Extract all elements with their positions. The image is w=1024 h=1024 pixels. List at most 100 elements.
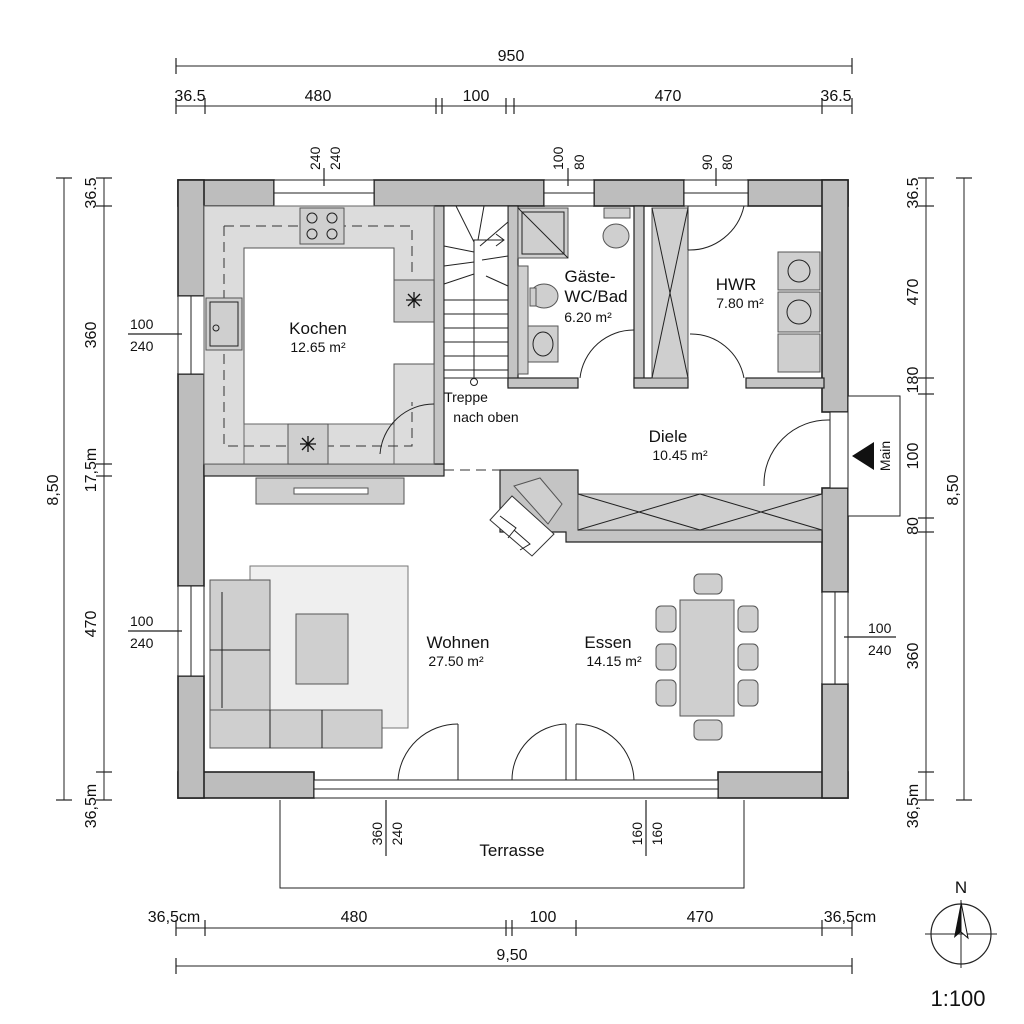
chair	[693, 719, 723, 741]
bottom-total-dim: 9,50	[496, 947, 527, 964]
living-label: Wohnen	[426, 633, 489, 652]
hwr-label: HWR	[716, 275, 757, 294]
top-dim-4: 470	[655, 88, 682, 105]
hallway-label: Diele	[649, 427, 688, 446]
opening-left2-a: 100	[130, 613, 154, 629]
dining-area	[655, 573, 759, 741]
right-dim-7: 36,5m	[905, 784, 922, 828]
hallway: Main	[444, 395, 901, 531]
top-total-dim: 950	[498, 48, 525, 65]
inner-walls	[203, 205, 825, 543]
appliance-star-icon	[300, 436, 316, 452]
opening-top2-a: 100	[550, 146, 566, 170]
room-labels: Kochen 12.65 m² Gäste- WC/Bad 6.20 m² HW…	[289, 267, 764, 860]
stair-label-1: Treppe	[444, 389, 488, 405]
opening-bottom2-a: 160	[629, 822, 645, 846]
left-dim-2: 360	[83, 322, 100, 349]
living-room	[209, 477, 635, 781]
chair	[737, 643, 759, 671]
dimension-lines	[56, 58, 972, 974]
hwr-area: 7.80 m²	[716, 295, 764, 311]
opening-dimensions: 240 240 100 80 90 80 100 240 100 240 100…	[128, 146, 896, 856]
opening-bottom2-b: 160	[649, 822, 665, 846]
bottom-dim-1: 36,5cm	[148, 909, 200, 926]
appliance-star-icon	[406, 292, 422, 308]
stair-label-2: nach oben	[453, 409, 518, 425]
entrance-arrow-icon	[852, 442, 874, 470]
kitchen-area: 12.65 m²	[290, 339, 346, 355]
sofa	[209, 579, 383, 749]
hall-cabinet	[577, 493, 823, 531]
dimension-labels: 950 36.5 480 100 470 36.5 36,5cm 480 100…	[45, 48, 962, 964]
left-dim-5: 36,5m	[83, 784, 100, 828]
guest-wc-label-2: WC/Bad	[564, 287, 627, 306]
right-total-dim: 8,50	[945, 474, 962, 505]
staircase: Treppe nach oben	[443, 205, 519, 425]
opening-bottom1-a: 360	[369, 822, 385, 846]
door-swing	[511, 723, 567, 781]
top-dim-5: 36.5	[820, 88, 851, 105]
right-dim-5: 80	[905, 517, 922, 535]
bottom-dim-4: 470	[687, 909, 714, 926]
coffee-table	[295, 613, 349, 685]
windows	[177, 179, 849, 799]
chair	[737, 605, 759, 633]
opening-left2-b: 240	[130, 635, 154, 651]
opening-right1-b: 240	[868, 642, 892, 658]
dining-table	[679, 599, 735, 717]
washer-icon	[777, 251, 821, 291]
right-dim-4: 100	[905, 443, 922, 470]
terrace-outline	[279, 800, 745, 889]
opening-top3-a: 90	[699, 154, 715, 170]
top-dim-1: 36.5	[174, 88, 205, 105]
living-area: 27.50 m²	[428, 653, 484, 669]
opening-right1-a: 100	[868, 620, 892, 636]
door-swing	[687, 205, 745, 251]
kitchen-counter	[203, 205, 435, 465]
sink-icon	[205, 297, 243, 351]
entrance-door-swing	[763, 419, 831, 487]
hallway-area: 10.45 m²	[652, 447, 708, 463]
door-swing	[689, 333, 745, 379]
chair	[655, 679, 677, 707]
opening-top2-b: 80	[571, 154, 587, 170]
left-dim-1: 36.5	[83, 177, 100, 208]
door-swing	[397, 723, 459, 781]
dryer-icon	[777, 291, 821, 333]
bottom-dim-2: 480	[341, 909, 368, 926]
opening-top1-b: 240	[327, 146, 343, 170]
opening-left1-a: 100	[130, 316, 154, 332]
guest-bathroom	[517, 207, 635, 379]
guest-wc-label-1: Gäste-	[564, 267, 615, 286]
dining-area-value: 14.15 m²	[586, 653, 642, 669]
kitchen-label: Kochen	[289, 319, 347, 338]
chair	[655, 643, 677, 671]
bottom-dim-3: 100	[530, 909, 557, 926]
right-dim-6: 360	[905, 643, 922, 670]
left-dim-3: 17,5m	[83, 448, 100, 492]
door-swing	[379, 403, 435, 455]
utility-room	[651, 205, 821, 379]
dining-label: Essen	[584, 633, 631, 652]
top-dim-2: 480	[305, 88, 332, 105]
north-arrow-icon: N	[925, 878, 997, 968]
north-label: N	[955, 878, 967, 897]
chair	[737, 679, 759, 707]
right-dim-1: 36.5	[905, 177, 922, 208]
chair	[655, 605, 677, 633]
bottom-dim-5: 36,5cm	[824, 909, 876, 926]
cooktop-icon	[299, 207, 345, 245]
right-dim-3: 180	[905, 367, 922, 394]
right-dim-2: 470	[905, 279, 922, 306]
left-total-dim: 8,50	[45, 474, 62, 505]
door-swing	[579, 329, 635, 379]
toilet-icon	[602, 223, 630, 249]
left-dim-4: 470	[83, 611, 100, 638]
fireplace	[489, 477, 563, 557]
chair	[693, 573, 723, 595]
outer-walls	[177, 179, 849, 799]
opening-top3-b: 80	[719, 154, 735, 170]
rug	[249, 565, 409, 729]
top-dim-3: 100	[463, 88, 490, 105]
scale-label: 1:100	[930, 986, 985, 1011]
